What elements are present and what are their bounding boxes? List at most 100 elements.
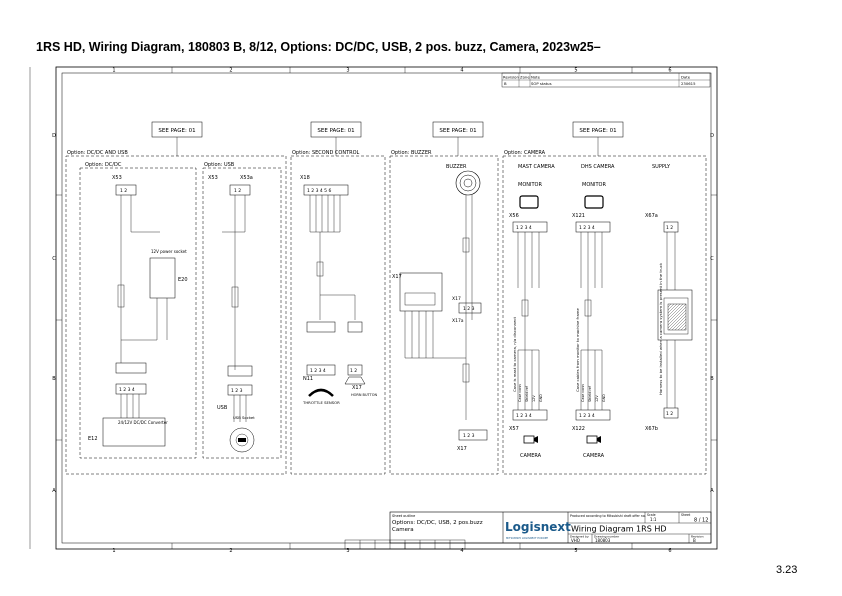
- row-label: A: [52, 488, 56, 494]
- x17a-label: X17a: [452, 318, 464, 324]
- x18-label: X18: [300, 175, 310, 181]
- camera-note-1: Case is mast to camera, n/a disconnect: [512, 316, 517, 392]
- revision-table: Revision Zone Note Date B SOP status 230…: [501, 72, 711, 88]
- row-label: B: [52, 376, 56, 382]
- column-label: 5: [574, 548, 577, 554]
- drawing-note: Produced according to Mitsubishi draft o…: [570, 514, 646, 518]
- svg-text:1 2: 1 2: [666, 411, 673, 417]
- usb-socket-label: USB Socket: [233, 415, 255, 420]
- throttle-sensor-label: THROTTLE SENSOR: [302, 400, 340, 405]
- svg-text:1 2 3 4: 1 2 3 4: [579, 225, 595, 231]
- monitor-label-2: MONITOR: [582, 182, 606, 188]
- e12-label: E12: [88, 436, 98, 442]
- second-control-section: X18 1 2 3 4 5 6 1 2 3 4 1 2 N11 THROTTLE…: [300, 175, 377, 405]
- sheet-value: 8 / 12: [694, 518, 708, 524]
- camera-note-2: Case cables from monitor to machine fram…: [575, 308, 580, 392]
- row-label: C: [52, 256, 56, 262]
- drawing-number-label: Drawing number: [594, 535, 620, 539]
- converter-label: 24/12V DC/DC Converter: [118, 420, 168, 425]
- revision-header: Zone: [520, 75, 530, 80]
- row-label: D: [710, 133, 714, 139]
- svg-text:1 2 3 4: 1 2 3 4: [516, 225, 532, 231]
- connector-x53-label: X53: [112, 175, 122, 181]
- monitor-label-1: MONITOR: [518, 182, 542, 188]
- dcdc-converter-e12: [102, 417, 166, 447]
- column-label: 3: [346, 68, 349, 74]
- title-block: Sheet outline Options: DC/DC, USB, 2 pos…: [344, 511, 712, 550]
- revision-value: B: [693, 538, 696, 543]
- camera-label-1: CAMERA: [520, 453, 542, 459]
- column-label: 6: [668, 68, 671, 74]
- logisnext-logo: Logisnext: [505, 520, 571, 534]
- cable-label: Shield ref: [525, 385, 529, 402]
- camera-icon: [523, 435, 538, 444]
- cable-label: Shield ref: [588, 385, 592, 402]
- scale-label: Scale: [647, 513, 656, 517]
- diagram-title: Wiring Diagram 1RS HD: [571, 525, 667, 534]
- x121-label: X121: [572, 213, 585, 219]
- monitor-icon: [519, 195, 539, 209]
- throttle-sensor-icon: [308, 388, 334, 397]
- revision-label: Revision: [691, 535, 704, 539]
- usb-socket-icon: [229, 427, 255, 453]
- x17-buzzer-label: X17: [392, 274, 402, 280]
- buzzer-label: BUZZER: [446, 164, 467, 170]
- usb-label: USB: [217, 405, 228, 411]
- column-label: 5: [574, 68, 577, 74]
- svg-text:1 2: 1 2: [234, 188, 241, 194]
- row-label: B: [710, 376, 714, 382]
- cable-label: GND: [539, 394, 543, 402]
- drawing-number-value: 180803: [595, 538, 611, 543]
- row-label: A: [710, 488, 714, 494]
- page-title: 1RS HD, Wiring Diagram, 180803 B, 8/12, …: [36, 40, 601, 54]
- revision-header: Note: [531, 75, 541, 80]
- cable-label: 12V: [595, 395, 599, 402]
- x56-label: X56: [509, 213, 519, 219]
- revision-header: Date: [681, 75, 691, 80]
- x17-bottom-label: X17: [457, 446, 467, 452]
- row-label: D: [52, 133, 56, 139]
- cable-label: Case conn: [581, 384, 585, 402]
- harness-coil: [657, 289, 693, 341]
- group-label-camera: Option: CAMERA: [504, 150, 546, 156]
- camera-section: MAST CAMERA DHS CAMERA SUPPLY MONITOR MO…: [509, 164, 693, 459]
- drawing-frame: [55, 66, 718, 550]
- monitor-icon: [584, 195, 604, 209]
- row-label: C: [710, 256, 714, 262]
- column-label: 4: [460, 68, 463, 74]
- scale-value: 1:1: [650, 517, 657, 522]
- revision-header: Revision: [503, 75, 519, 80]
- supply-label: SUPPLY: [652, 164, 671, 170]
- svg-text:1 2: 1 2: [666, 225, 673, 231]
- camera-icon: [586, 435, 601, 444]
- svg-text:1 2 3 4 5 6: 1 2 3 4 5 6: [307, 188, 331, 194]
- svg-text:1 2 3 4: 1 2 3 4: [310, 368, 326, 374]
- revision-cell: B: [504, 81, 507, 86]
- group-label-second-control: Option: SECOND CONTROL: [292, 150, 360, 156]
- column-ticks: [56, 67, 717, 549]
- designed-label: Designed by: [570, 535, 589, 539]
- x57-label: X57: [509, 426, 519, 432]
- drawing-inner-frame: [61, 72, 712, 544]
- svg-text:1 2: 1 2: [350, 368, 357, 374]
- svg-text:1 2 3: 1 2 3: [463, 306, 475, 312]
- column-label: 6: [668, 548, 671, 554]
- designed-value: VHO: [571, 538, 580, 543]
- usb-section: X53 X53a 1 2 1 2 3 USB USB Socket: [208, 175, 255, 453]
- e20-label: E20: [178, 277, 188, 283]
- power-socket-label: 12V power socket: [151, 249, 187, 254]
- option-text: Options: DC/DC, USB, 2 pos.buzz: [392, 520, 483, 526]
- x122-label: X122: [572, 426, 585, 432]
- svg-text:1 2 3: 1 2 3: [231, 388, 243, 394]
- svg-text:1 2 3 4: 1 2 3 4: [119, 387, 135, 393]
- option-heading: Sheet outline: [392, 514, 415, 518]
- option-group-boxes: [65, 155, 707, 475]
- see-page-boxes: SEE PAGE: 01 SEE PAGE: 01 SEE PAGE: 01 S…: [151, 121, 624, 156]
- x67b-label: X67b: [645, 426, 658, 432]
- usb-x53-label: X53: [208, 175, 218, 181]
- see-page-label: SEE PAGE: 01: [158, 128, 195, 134]
- group-label-dcdc-usb: Option: DC/DC AND USB: [67, 150, 128, 156]
- revision-cell: 230615: [681, 81, 696, 86]
- cable-label: 12V: [532, 395, 536, 402]
